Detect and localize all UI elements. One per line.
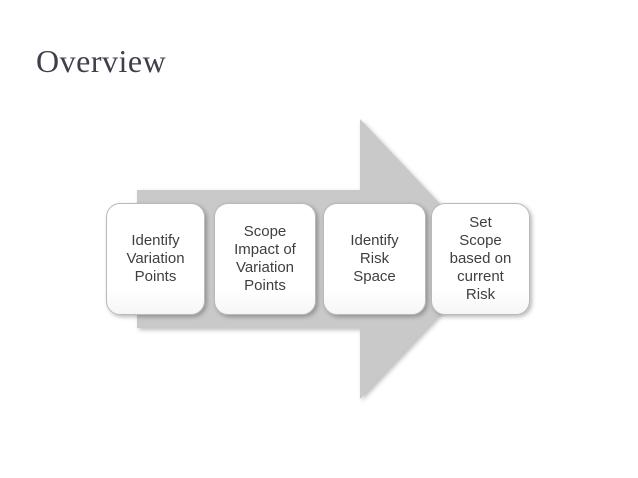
step-label: Identify Risk Space [350,232,399,285]
step-label: Scope Impact of Variation Points [234,223,296,294]
step-box-identify-variation-points: Identify Variation Points [106,203,205,315]
step-label: Identify Variation Points [126,232,185,285]
slide-title: Overview [36,43,167,79]
step-label: Set Scope based on current Risk [449,214,512,303]
step-box-set-scope-based-on-current-risk: Set Scope based on current Risk [431,203,530,315]
step-box-scope-impact-of-variation-points: Scope Impact of Variation Points [214,203,316,315]
step-box-identify-risk-space: Identify Risk Space [323,203,426,315]
